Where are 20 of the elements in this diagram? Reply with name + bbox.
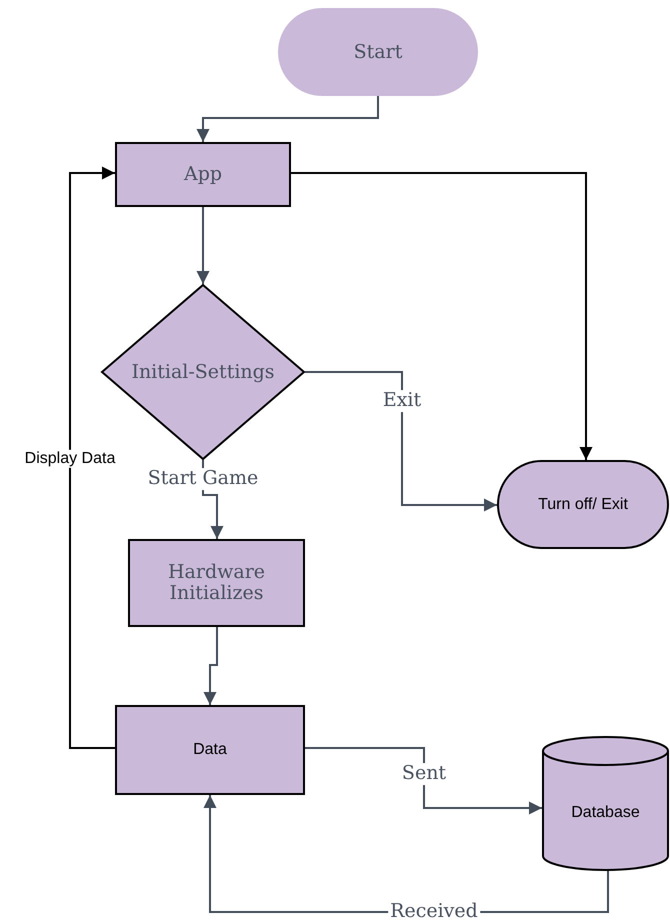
edge-label: Exit — [380, 390, 424, 412]
arrow — [196, 96, 379, 142]
node-label: Initial-Settings — [131, 362, 275, 382]
database-cylinder — [542, 737, 669, 870]
arrow — [305, 371, 497, 512]
node-label: Database — [571, 804, 640, 822]
node-label: Hardware Initializes — [166, 562, 266, 604]
process-box — [115, 705, 305, 795]
arrow — [196, 207, 210, 284]
arrow — [305, 747, 542, 814]
edge-label: Display Data — [22, 450, 118, 468]
process-box — [128, 539, 305, 627]
arrow — [291, 172, 592, 460]
node-label: Start — [354, 42, 402, 62]
process-box — [115, 142, 291, 207]
node-label: Turn off/ Exit — [538, 496, 628, 514]
node-label: Data — [193, 741, 227, 759]
arrow — [204, 627, 218, 705]
node-label: App — [184, 164, 222, 185]
arrow — [69, 166, 115, 749]
